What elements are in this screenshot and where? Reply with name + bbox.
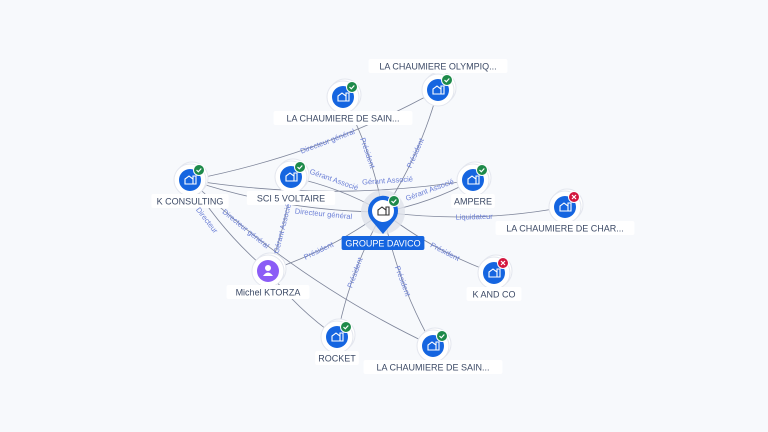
edge-label: Président (302, 239, 335, 261)
edge-davico-kandco: Président (429, 240, 462, 263)
edge-label: Directeur (194, 205, 220, 235)
node-label: LA CHAUMIERE OLYMPIQ... (379, 62, 496, 72)
building-icon (331, 332, 344, 342)
node-lcs2[interactable]: LA CHAUMIERE DE SAIN... (363, 327, 503, 374)
node-davico[interactable]: GROUPE DAVICO (341, 190, 425, 250)
status-active-check-icon (193, 164, 205, 176)
status-closed-x-icon (497, 257, 509, 269)
edge-label: Gérant Associé (272, 203, 293, 254)
edge-davico-sci: Gérant Associé (309, 167, 360, 192)
edge-kcons-lcs2: Directeur général (221, 207, 272, 250)
edge-kcons-davico: Directeur général (294, 206, 352, 221)
node-label-bg (273, 111, 413, 125)
edge-label: Directeur général (221, 207, 272, 250)
edge-label: Gérant Associé (362, 174, 413, 186)
node-label-bg (226, 285, 310, 299)
edge-kcons-ampere: Gérant Associé (362, 174, 413, 186)
node-label-bg (341, 236, 425, 250)
status-active-check-icon (476, 164, 488, 176)
edge-label: Président (345, 255, 365, 289)
edge-line-kcons-olymp (189, 89, 439, 181)
node-label-bg (246, 191, 336, 205)
node-label: ROCKET (318, 354, 356, 364)
edge-davico-lcs1: Président (358, 136, 377, 170)
node-char[interactable]: LA CHAUMIERE DE CHAR... (495, 188, 635, 235)
status-active-check-icon (294, 161, 306, 173)
node-label: LA CHAUMIERE DE CHAR... (506, 224, 624, 234)
status-closed-x-icon (568, 191, 580, 203)
building-icon (337, 92, 350, 102)
node-label: LA CHAUMIERE DE SAIN... (376, 363, 489, 373)
building-icon (432, 85, 445, 95)
status-active-check-icon (346, 81, 358, 93)
node-label: GROUPE DAVICO (345, 239, 420, 249)
node-michel[interactable]: Michel KTORZA (226, 252, 310, 299)
edge-label: Directeur général (299, 127, 356, 156)
edge-kcons-michel: Directeur (194, 205, 220, 235)
edge-label: Président (405, 136, 427, 169)
status-active-check-icon (436, 330, 448, 342)
node-sci[interactable]: SCI 5 VOLTAIRE (246, 158, 336, 205)
building-icon (184, 175, 197, 185)
node-label-bg (451, 194, 495, 208)
edge-davico-olymp: Président (405, 136, 427, 169)
node-label-bg (495, 221, 635, 235)
node-rocket[interactable]: ROCKET (315, 318, 359, 365)
edge-davico-rocket: Président (345, 255, 365, 289)
node-label: K CONSULTING (157, 197, 224, 207)
building-icon (559, 202, 572, 212)
edge-davico-lcs2: Président (393, 265, 413, 299)
node-kandco[interactable]: K AND CO (466, 254, 522, 301)
node-label-bg (151, 194, 229, 208)
node-label: K AND CO (472, 290, 515, 300)
edge-kcons-olymp: Directeur général (299, 127, 356, 156)
building-icon (467, 175, 480, 185)
node-label: AMPERE (454, 197, 492, 207)
node-kcons[interactable]: K CONSULTING (151, 161, 229, 208)
node-label-bg (363, 360, 503, 374)
node-label: SCI 5 VOLTAIRE (257, 194, 325, 204)
edge-michel-sci: Gérant Associé (272, 203, 293, 254)
building-icon (285, 172, 298, 182)
node-lcs1[interactable]: LA CHAUMIERE DE SAIN... (273, 78, 413, 125)
node-label-bg (315, 351, 359, 365)
status-active-check-icon (388, 195, 400, 207)
building-icon (427, 341, 440, 351)
status-active-check-icon (441, 74, 453, 86)
status-active-check-icon (340, 321, 352, 333)
node-label-bg (368, 59, 508, 73)
building-icon (377, 206, 390, 216)
edge-label: Liquidateur (456, 212, 494, 222)
person-icon (263, 265, 273, 276)
edge-label: Directeur général (294, 206, 352, 221)
edge-label: Président (429, 240, 462, 263)
node-label: LA CHAUMIERE DE SAIN... (286, 114, 399, 124)
edge-michel-davico: Président (302, 239, 335, 261)
node-ampere[interactable]: AMPERE (451, 161, 495, 208)
node-label-bg (466, 287, 522, 301)
edge-label: Président (393, 265, 413, 299)
node-label: Michel KTORZA (236, 288, 301, 298)
edge-label: Gérant Associé (309, 167, 360, 192)
edge-davico-char: Liquidateur (456, 212, 494, 222)
node-olymp[interactable]: LA CHAUMIERE OLYMPIQ... (368, 59, 508, 107)
building-icon (488, 268, 501, 278)
edge-label: Président (358, 136, 377, 170)
